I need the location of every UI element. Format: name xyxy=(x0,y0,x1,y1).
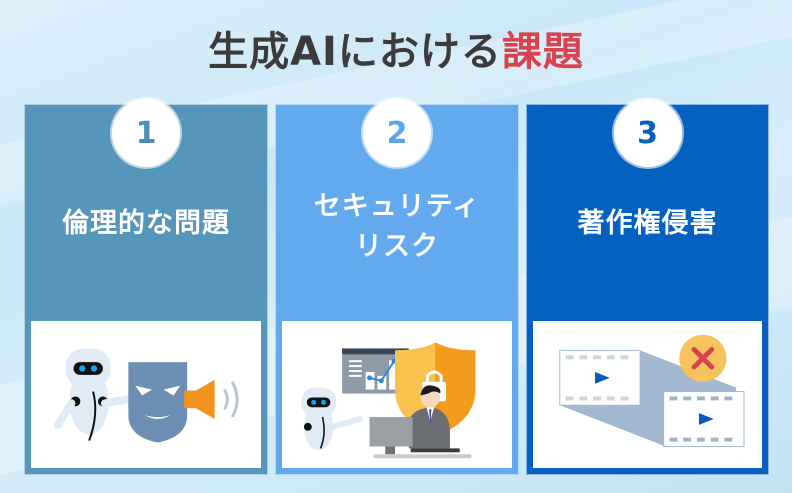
issue-card-security: 2 セキュリティ リスク xyxy=(275,99,519,475)
megaphone-icon xyxy=(184,379,239,419)
computer-icon xyxy=(369,417,472,459)
issue-card-ethics: 1 倫理的な問題 xyxy=(24,99,268,475)
robot-icon xyxy=(53,348,141,441)
card-title-line: 著作権侵害 xyxy=(577,208,718,239)
badge-number: 1 xyxy=(135,115,157,151)
illustration-copyright xyxy=(533,321,762,468)
number-badge: 3 xyxy=(613,99,682,167)
badge-number: 3 xyxy=(637,115,658,151)
title-accent: 課題 xyxy=(501,29,584,75)
businessman-icon xyxy=(408,385,450,449)
card-title: 著作権侵害 xyxy=(527,204,768,244)
play-icon xyxy=(595,371,610,384)
robot-mask-megaphone-icon xyxy=(53,348,239,443)
robot-icon xyxy=(300,387,363,451)
card-title: 倫理的な問題 xyxy=(25,204,267,244)
card-title-line: リスク xyxy=(355,231,439,262)
card-title: セキュリティ リスク xyxy=(276,187,518,267)
play-icon xyxy=(698,413,714,425)
card-title-line: セキュリティ xyxy=(313,191,481,222)
page-title: 生成AIにおける課題 xyxy=(0,26,792,78)
prohibited-x-icon xyxy=(679,334,727,382)
illustration-security xyxy=(282,321,512,468)
number-badge: 2 xyxy=(363,99,431,167)
robot-businessman-shield-icon xyxy=(300,342,476,459)
card-title-line: 倫理的な問題 xyxy=(62,208,230,239)
mask-icon xyxy=(128,362,188,443)
video-copy-prohibited-icon xyxy=(559,334,745,447)
badge-number: 2 xyxy=(386,115,408,151)
video-copy-icon xyxy=(663,391,745,447)
title-prefix: 生成AIにおける xyxy=(208,29,502,75)
number-badge: 1 xyxy=(112,99,180,167)
illustration-ethics xyxy=(31,321,261,468)
video-source-icon xyxy=(559,349,641,406)
issue-card-copyright: 3 著作権侵害 xyxy=(526,99,769,475)
